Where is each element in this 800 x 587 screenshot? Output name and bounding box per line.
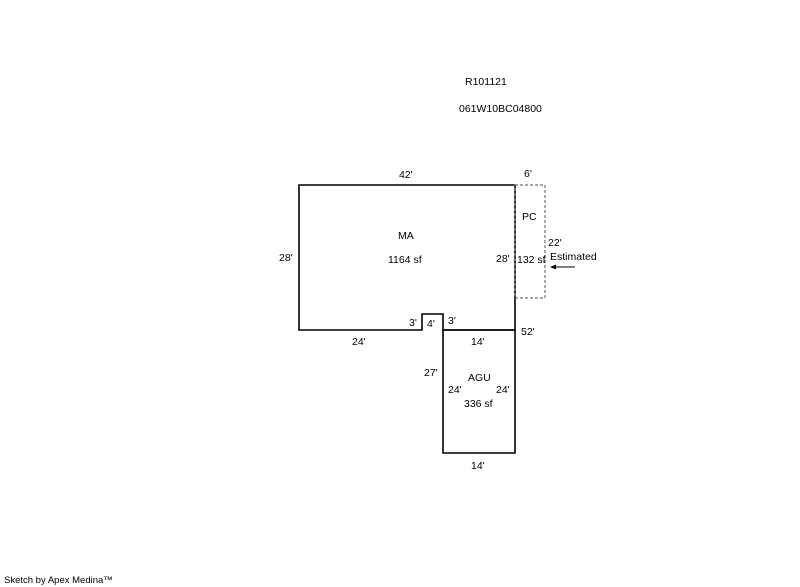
porch-outline [514, 184, 546, 299]
notch-left-dimension: 3' [409, 317, 417, 329]
main-right-dimension: 28' [496, 253, 510, 265]
estimated-arrow-icon [550, 264, 575, 270]
estimated-note: Estimated [550, 251, 597, 263]
porch-code: PC [522, 211, 537, 223]
parcel-number: R101121 [465, 76, 507, 88]
sketch-credit: Sketch by Apex Medina™ [4, 575, 113, 586]
garage-outer-left-dimension: 27' [424, 367, 438, 379]
total-right-dimension: 52' [521, 326, 535, 338]
garage-inner-left-dimension: 24' [448, 384, 462, 396]
main-bottom-dimension: 24' [352, 336, 366, 348]
notch-width-dimension: 4' [427, 318, 435, 330]
main-top-dimension: 42' [399, 169, 413, 181]
porch-top-dimension: 6' [524, 168, 532, 180]
garage-inner-right-dimension: 24' [496, 384, 510, 396]
main-left-dimension: 28' [279, 252, 293, 264]
main-area-size: 1164 sf [388, 254, 422, 266]
garage-bottom-dimension: 14' [471, 460, 485, 472]
garage-top-dimension: 14' [471, 336, 485, 348]
porch-size: 132 sf [517, 254, 546, 266]
map-number: 061W10BC04800 [459, 103, 542, 115]
notch-right-dimension: 3' [448, 315, 456, 327]
garage-code: AGU [468, 372, 491, 384]
garage-outline [442, 329, 516, 454]
garage-size: 336 sf [464, 398, 493, 410]
main-area-code: MA [398, 230, 414, 242]
porch-right-dimension: 22' [548, 237, 562, 249]
